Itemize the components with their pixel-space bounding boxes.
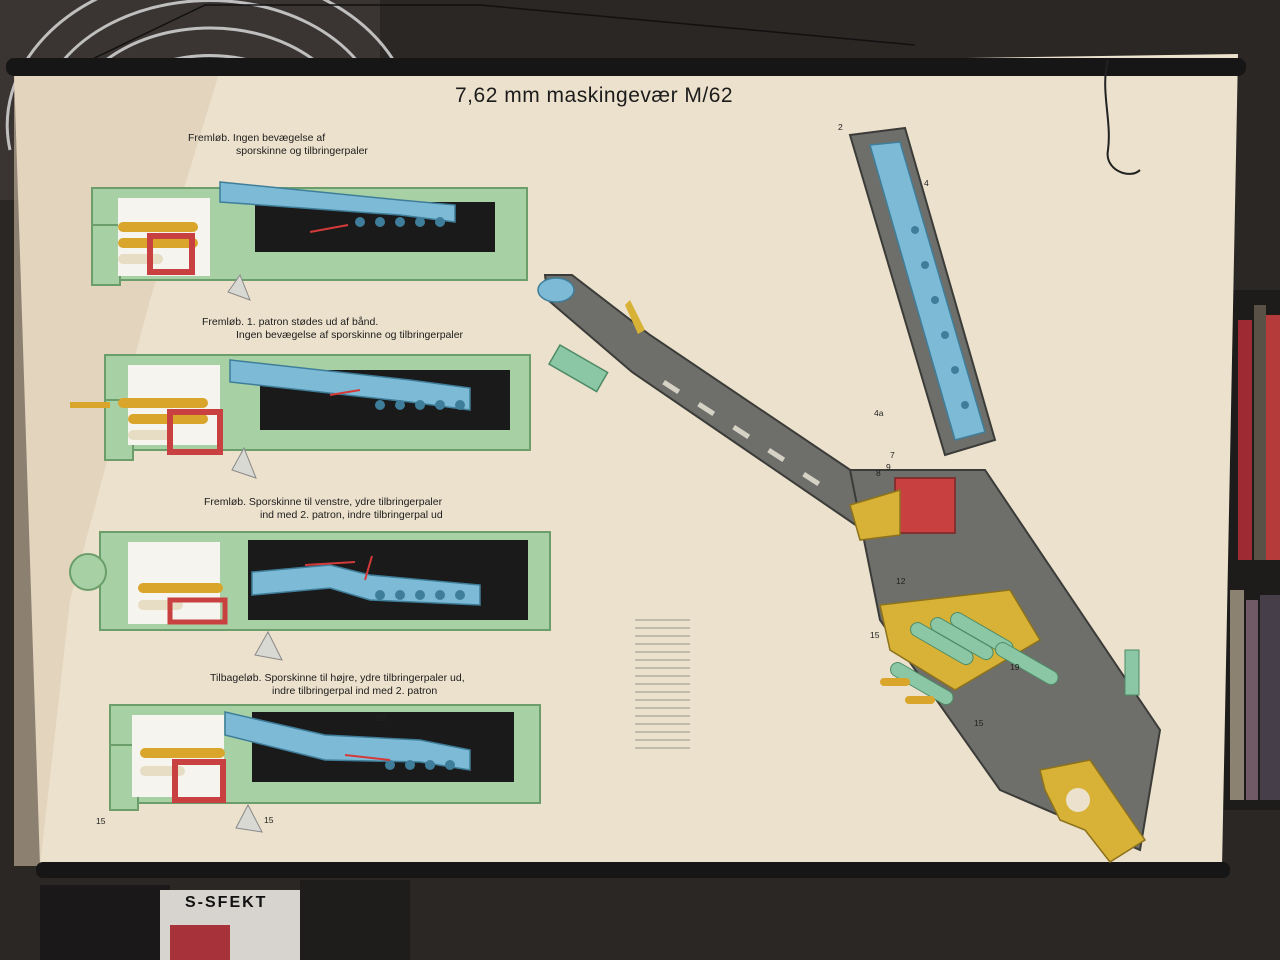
caption-2: Fremløb. 1. patron stødes ud af bånd. In… bbox=[202, 316, 463, 342]
caption-2-line-2: Ingen bevægelse af sporskinne og tilbrin… bbox=[236, 329, 464, 341]
part-label-7: 7 bbox=[890, 450, 895, 460]
caption-3-line-2: ind med 2. patron, indre tilbringerpal u… bbox=[260, 509, 443, 521]
mechanism-panel-2 bbox=[70, 354, 531, 479]
part-label-19: 19 bbox=[1010, 662, 1020, 672]
caption-3-line-1: Fremløb. Sporskinne til venstre, ydre ti… bbox=[204, 496, 443, 508]
part-label-9: 9 bbox=[886, 462, 891, 472]
caption-3: Fremløb. Sporskinne til venstre, ydre ti… bbox=[204, 496, 443, 522]
part-label-15-panel4-left: 15 bbox=[96, 816, 106, 826]
poster-bottom-roller bbox=[36, 862, 1230, 878]
part-label-15-main: 15 bbox=[870, 630, 880, 640]
part-label-4: 4 bbox=[924, 178, 929, 188]
part-label-2: 2 bbox=[838, 122, 843, 132]
part-label-12: 12 bbox=[896, 576, 906, 586]
caption-4-line-1: Tilbageløb. Sporskinne til højre, ydre t… bbox=[210, 672, 465, 684]
gun-cutaway bbox=[537, 126, 1162, 863]
mechanism-panel-1 bbox=[91, 181, 528, 301]
part-label-4a: 4a bbox=[874, 408, 884, 418]
poster-string-right bbox=[1104, 59, 1141, 175]
poster-title: 7,62 mm maskingevær M/62 bbox=[455, 84, 734, 107]
poster-top-roller bbox=[6, 58, 1246, 76]
caption-1-line-2: sporskinne og tilbringerpaler bbox=[236, 145, 368, 157]
desk-items bbox=[40, 880, 410, 960]
caption-1: Fremløb. Ingen bevægelse af sporskinne o… bbox=[188, 132, 368, 158]
part-label-22: 22 bbox=[376, 713, 386, 723]
part-label-15-panel4-right: 15 bbox=[264, 815, 274, 825]
poster-stain bbox=[14, 70, 220, 866]
part-label-8: 8 bbox=[876, 468, 881, 478]
mechanism-panel-3 bbox=[69, 531, 551, 661]
caption-2-line-1: Fremløb. 1. patron stødes ud af bånd. bbox=[202, 316, 379, 328]
part-label-15-belt: 15 bbox=[974, 718, 984, 728]
mechanism-panel-4 bbox=[109, 704, 541, 833]
caption-4-line-2: indre tilbringerpal ind med 2. patron bbox=[272, 685, 438, 697]
caption-4: Tilbageløb. Sporskinne til højre, ydre t… bbox=[210, 672, 465, 698]
hanging-cord bbox=[77, 4, 916, 67]
desk-sticker-text: S-SFEKT bbox=[185, 894, 268, 911]
caption-1-line-1: Fremløb. Ingen bevægelse af bbox=[188, 132, 326, 144]
